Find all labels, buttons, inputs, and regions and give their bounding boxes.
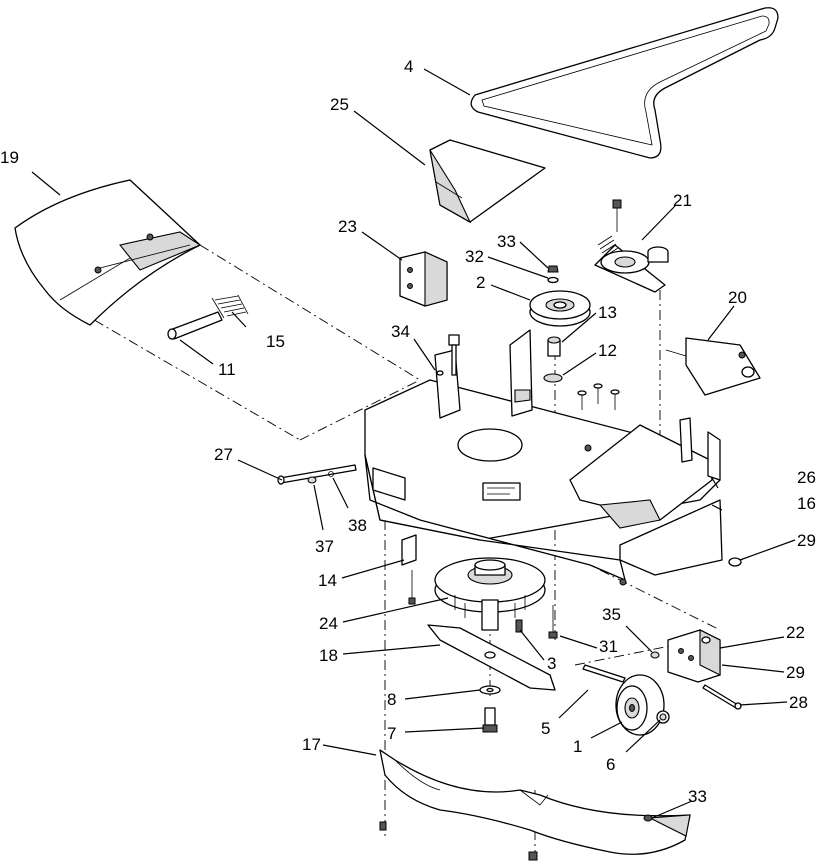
pivot-rod	[277, 464, 357, 485]
washer	[547, 276, 559, 284]
axle-bolt	[702, 684, 742, 710]
chute-rod	[167, 311, 223, 340]
callout-12: 12	[598, 341, 617, 360]
callout-17: 17	[302, 735, 321, 754]
mounting-bracket	[399, 251, 448, 307]
callout-23: 23	[338, 217, 357, 236]
callout-33-bottom: 33	[688, 787, 707, 806]
callout-3: 3	[547, 654, 556, 673]
deck-baffle	[379, 749, 691, 861]
chute-spring	[211, 294, 249, 319]
clip-38	[328, 471, 334, 477]
spindle-bolt	[515, 619, 523, 633]
shield-bracket	[665, 337, 761, 396]
callout-27: 27	[214, 445, 233, 464]
callout-24: 24	[319, 614, 338, 633]
drive-belt	[470, 7, 779, 159]
callout-6: 6	[606, 755, 615, 774]
discharge-chute	[14, 179, 202, 326]
leader-lines	[31, 68, 796, 819]
callout-33-top: 33	[497, 232, 516, 251]
callout-26: 26	[797, 468, 816, 487]
callout-29-deck: 29	[797, 531, 816, 550]
callout-34: 34	[391, 322, 410, 341]
callout-32: 32	[465, 247, 484, 266]
spacer	[547, 336, 561, 357]
callout-11: 11	[218, 360, 236, 379]
flat-washer	[543, 373, 563, 383]
idler-assembly	[594, 199, 669, 293]
callout-2: 2	[476, 273, 485, 292]
mower-deck	[364, 329, 723, 586]
callout-8: 8	[387, 690, 396, 709]
wheel-bracket	[667, 629, 721, 683]
callout-21: 21	[673, 191, 692, 210]
pulley	[529, 290, 591, 327]
callout-25: 25	[330, 95, 349, 114]
callout-7: 7	[387, 724, 396, 743]
callout-22: 22	[786, 623, 805, 642]
callout-1: 1	[573, 737, 582, 756]
callout-38: 38	[348, 516, 367, 535]
callout-13: 13	[598, 303, 617, 322]
anti-scalp-wheel	[615, 674, 665, 736]
belt-cover	[429, 139, 546, 224]
blade-washer	[479, 685, 501, 695]
nut-35	[650, 651, 660, 659]
callout-31: 31	[599, 637, 618, 656]
callout-18: 18	[319, 646, 338, 665]
hanger-bracket	[401, 534, 417, 605]
callout-19: 19	[0, 148, 19, 167]
callout-35: 35	[602, 605, 621, 624]
nut	[547, 265, 559, 273]
blade-bolt	[482, 707, 498, 733]
callout-28: 28	[789, 693, 808, 712]
callout-20: 20	[728, 288, 747, 307]
long-bolt	[548, 605, 558, 639]
callout-labels: 4 25 19 23 33 32 21 2 13 12 20 15 11 34 …	[0, 57, 816, 806]
cutting-blade	[427, 624, 556, 691]
bolt-34	[436, 334, 460, 376]
bolt-37	[307, 476, 317, 484]
callout-14: 14	[318, 571, 337, 590]
spindle-assembly	[434, 557, 546, 631]
callout-29-wheel: 29	[786, 663, 805, 682]
callout-16: 16	[797, 494, 816, 513]
callout-5: 5	[541, 719, 550, 738]
callout-4: 4	[404, 57, 413, 76]
callout-15: 15	[266, 332, 285, 351]
bolt-29-deck	[728, 557, 742, 567]
callout-37: 37	[315, 537, 334, 556]
axle-rod	[582, 664, 626, 683]
